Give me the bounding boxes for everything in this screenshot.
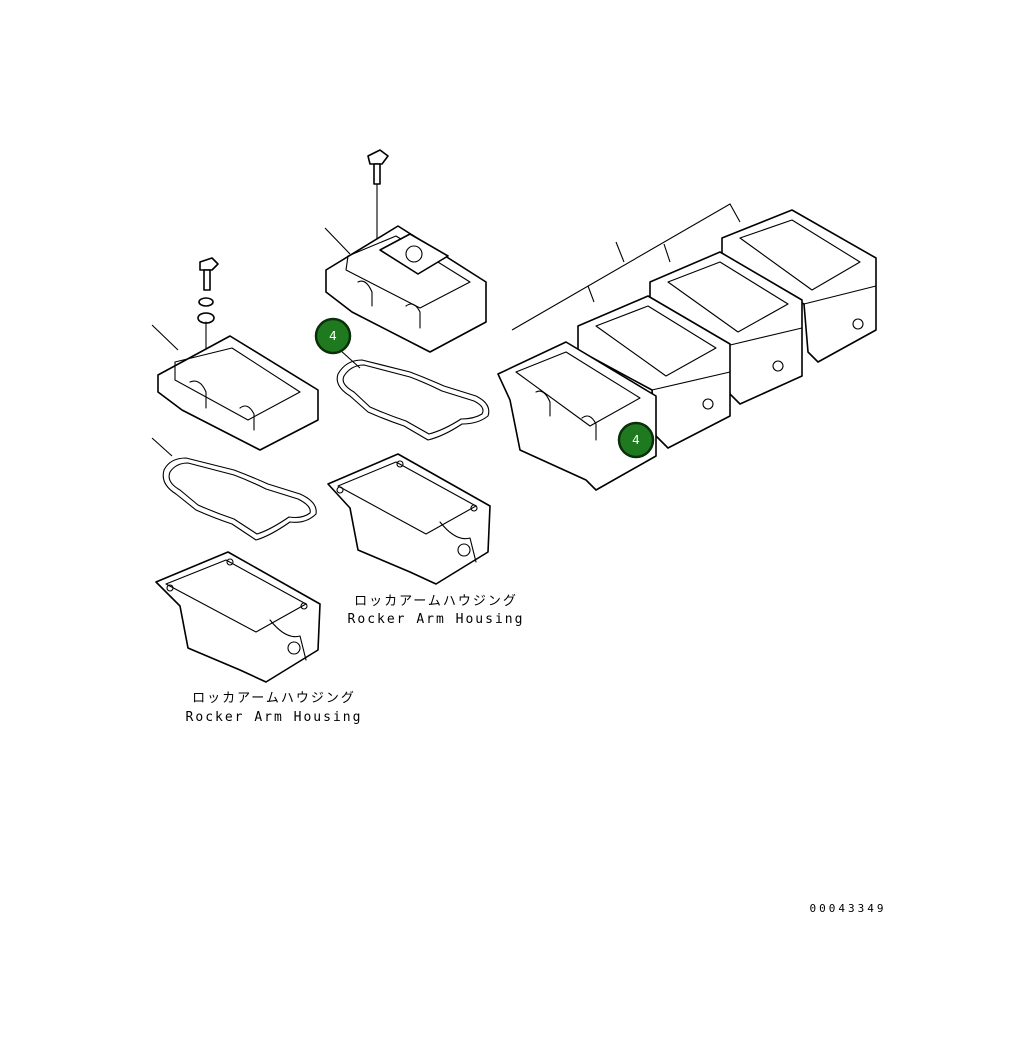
left-bolt [197, 257, 219, 396]
callout-label: 4 [632, 433, 640, 447]
left-housing-label-jp: ロッカアームハウジング [192, 691, 356, 706]
left-housing-label-en: Rocker Arm Housing [186, 710, 363, 725]
middle-housing-label-jp: ロッカアームハウジング [354, 594, 518, 609]
middle-rocker-housing [327, 453, 491, 585]
callout-circle [617, 421, 655, 459]
document-id: 00043349 [810, 902, 887, 915]
callout-4-right[interactable]: 4 [617, 421, 655, 459]
right-cover-row [497, 203, 877, 491]
middle-gasket [336, 349, 490, 441]
callout-4-middle[interactable]: 4 [314, 317, 352, 355]
right-cover-1 [497, 341, 657, 491]
left-gasket [151, 437, 317, 541]
middle-rocker-cover [325, 225, 487, 353]
callout-label: 4 [329, 329, 337, 343]
left-cover-assembly: ロッカアームハウジング Rocker Arm Housing [151, 257, 363, 725]
middle-cover-assembly: ロッカアームハウジング Rocker Arm Housing [324, 149, 525, 627]
callout-circle [314, 317, 352, 355]
left-rocker-housing [155, 551, 321, 683]
left-rocker-cover [157, 335, 319, 451]
middle-housing-label-en: Rocker Arm Housing [348, 612, 525, 627]
